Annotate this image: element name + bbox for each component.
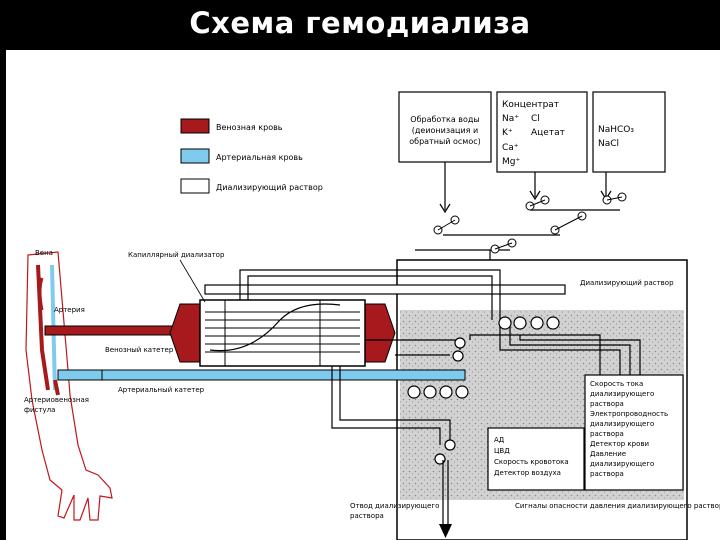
supply-lines [415, 162, 620, 265]
legend-label-arterial: Артериальная кровь [216, 153, 303, 162]
concentrate-k: K⁺ [502, 128, 513, 138]
water-line-1: Обработка воды [410, 115, 479, 124]
bicarb-line-2: NaCl [598, 139, 619, 149]
dialysate-tube: Диализирующий раствор [204, 279, 674, 295]
valve-icons [433, 192, 627, 254]
label-fistula-1: Артериовенозная [24, 396, 89, 404]
legend-swatch-arterial [180, 148, 210, 164]
water-treatment-box: Обработка воды (деионизация и обратный о… [398, 91, 492, 163]
right-monitor-10: раствора [590, 470, 624, 478]
right-monitor-6: раствора [590, 430, 624, 438]
label-vein: Вена [35, 249, 53, 257]
legend-swatch-dialysate [180, 178, 210, 194]
label-venous-catheter: Венозный катетер [105, 346, 174, 354]
legend: Венозная кровь Артериальная кровь Диализ… [180, 118, 323, 194]
right-monitor-panel: Скорость тока диализирующего раствора Эл… [584, 374, 684, 491]
slide-title: Схема гемодиализа [189, 6, 531, 40]
label-pressure: Сигналы опасности давления диализирующег… [515, 502, 720, 510]
arterial-catheter: Артериальный катетер [57, 369, 466, 394]
right-monitor-3: раствора [590, 400, 624, 408]
left-monitor-4: Детектор воздуха [494, 469, 561, 477]
legend-label-dialysate: Диализирующий раствор [216, 183, 323, 192]
label-drain-1: Отвод диализирующего [350, 502, 439, 510]
water-line-3: обратный осмос) [409, 137, 481, 146]
pump-rollers [407, 316, 560, 465]
right-monitor-7: Детектор крови [590, 440, 649, 448]
label-arterial-catheter: Артериальный катетер [118, 386, 205, 394]
legend-label-venous: Венозная кровь [216, 123, 283, 132]
left-monitor-1: АД [494, 436, 505, 444]
concentrate-mg: Mg⁺ [502, 157, 520, 167]
label-dialyzer: Капиллярный диализатор [128, 251, 225, 259]
drain: Отвод диализирующего раствора [350, 460, 452, 538]
right-monitor-1: Скорость тока [590, 380, 643, 388]
label-drain-2: раствора [350, 512, 384, 520]
dialysate-line-label: Диализирующий раствор [580, 279, 674, 287]
machine-tubing [239, 269, 641, 445]
concentrate-box: Концентрат Na⁺ K⁺ Ca⁺ Mg⁺ Cl Ацетат [496, 91, 588, 173]
hemodialysis-diagram: Венозная кровь Артериальная кровь Диализ… [24, 91, 720, 540]
right-monitor-5: диализирующего [590, 420, 654, 428]
left-monitor-3: Скорость кровотока [494, 458, 569, 466]
right-monitor-2: диализирующего [590, 390, 654, 398]
left-border [0, 50, 6, 540]
label-fistula-2: фистула [24, 406, 55, 414]
concentrate-ca: Ca⁺ [502, 143, 519, 153]
concentrate-header: Концентрат [502, 100, 559, 110]
bicarbonate-box: NaHCO₃ NaCl [592, 91, 666, 173]
right-monitor-8: Давление [590, 450, 626, 458]
right-monitor-4: Электропроводность [590, 410, 668, 418]
concentrate-na: Na⁺ [502, 114, 519, 124]
bicarb-line-1: NaHCO₃ [598, 125, 634, 135]
legend-swatch-venous [180, 118, 210, 134]
label-artery: Артерия [54, 306, 85, 314]
capillary-dialyzer: Капиллярный диализатор [128, 251, 396, 367]
title-bar [0, 0, 720, 50]
water-line-2: (деионизация и [412, 126, 478, 135]
left-monitor-2: ЦВД [494, 447, 510, 455]
left-monitor-panel: АД ЦВД Скорость кровотока Детектор возду… [487, 427, 585, 491]
arm [25, 251, 113, 521]
right-monitor-9: диализирующего [590, 460, 654, 468]
concentrate-acetate: Ацетат [531, 128, 565, 138]
concentrate-cl: Cl [531, 114, 540, 124]
